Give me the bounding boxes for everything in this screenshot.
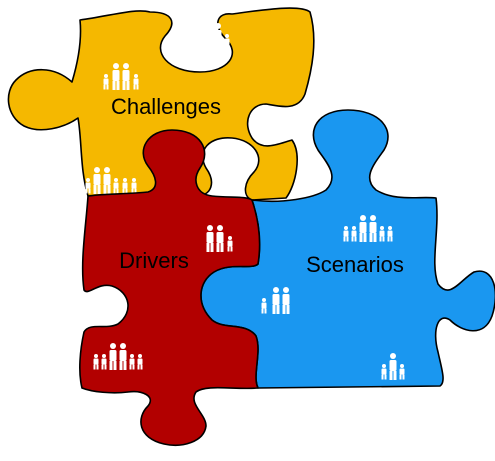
drivers-label: Drivers [119,248,189,273]
puzzle-piece-scenarios: Scenarios [200,109,495,389]
scenarios-label: Scenarios [306,252,404,277]
challenges-label: Challenges [111,94,221,119]
challenges-shape [7,7,315,201]
puzzle-piece-drivers: Drivers [79,129,261,446]
puzzle-piece-challenges: Challenges [7,7,315,201]
